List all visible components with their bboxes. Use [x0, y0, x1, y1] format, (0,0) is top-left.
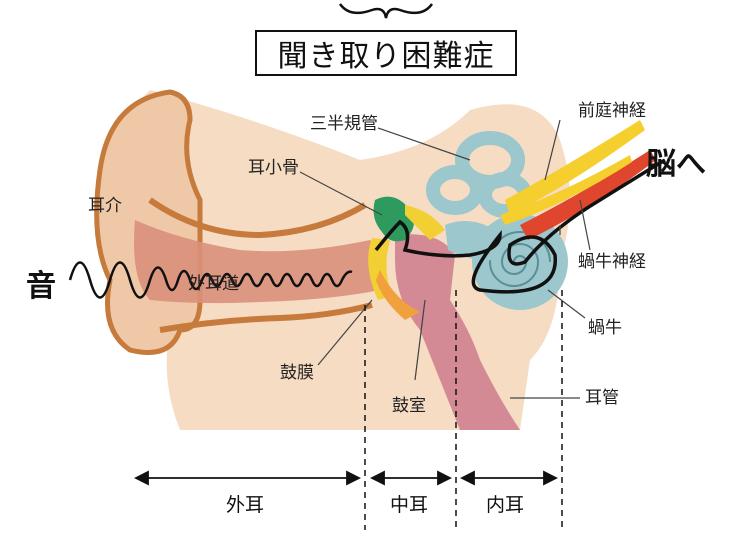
- label-pinna: 耳介: [88, 196, 122, 216]
- signal-path: [374, 158, 666, 294]
- label-middle-ear: 中耳: [390, 494, 429, 516]
- section-dividers: [364, 290, 563, 530]
- label-ear-canal: 外耳道: [188, 274, 239, 294]
- label-cochlea: 蝸牛: [588, 318, 622, 338]
- label-sound: 音: [26, 269, 56, 304]
- label-outer-ear: 外耳: [226, 494, 265, 516]
- sound-wave: [68, 261, 353, 299]
- label-inner-ear: 内耳: [486, 494, 525, 516]
- page-title: 聞き取り困難症: [277, 39, 495, 74]
- canal-outline-lower: [159, 302, 373, 333]
- label-eardrum: 鼓膜: [280, 363, 314, 383]
- label-vestibular-nerve: 前庭神経: [578, 101, 646, 121]
- ossicle-shape: [373, 196, 414, 242]
- top-brace: [338, 3, 434, 19]
- vestibular-nerve-shape: [505, 120, 645, 215]
- canal-outline-upper: [148, 197, 367, 239]
- title-box: 聞き取り困難症: [255, 30, 517, 76]
- cochlear-nerve-shape: [520, 150, 656, 240]
- ossicle-yellow: [405, 205, 445, 240]
- label-semicircular-canals: 三半規管: [310, 114, 378, 134]
- cochlea-spiral: [488, 231, 551, 287]
- middle-ear-orange: [376, 270, 420, 320]
- label-cochlear-nerve: 蝸牛神経: [578, 252, 646, 272]
- section-arrows: [133, 470, 559, 486]
- tympanic-cavity-shape: [395, 234, 520, 430]
- label-ossicles: 耳小骨: [248, 158, 299, 178]
- leader-lines: [299, 119, 591, 399]
- label-eustachian-tube: 耳管: [585, 388, 619, 408]
- nerve-yellow-2: [500, 155, 632, 225]
- label-tympanic-cavity: 鼓室: [392, 396, 426, 416]
- label-to-brain: 脳へ: [646, 147, 706, 182]
